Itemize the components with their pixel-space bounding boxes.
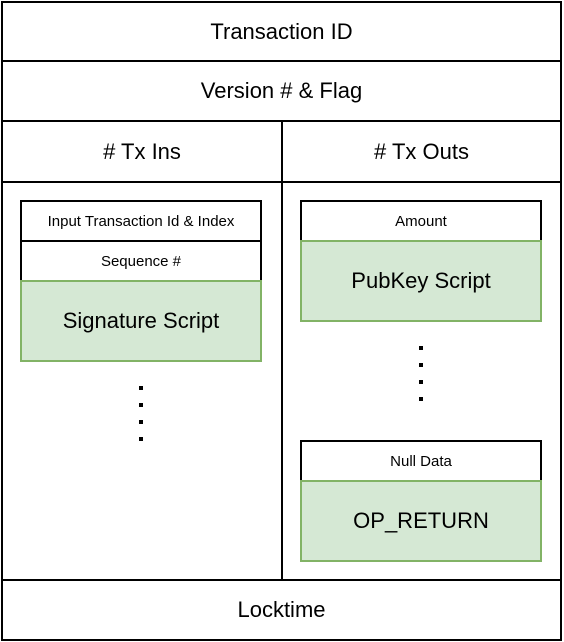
ellipsis-dot [139,403,143,407]
ellipsis-dot [419,363,423,367]
sequence-field: Sequence # [20,240,262,282]
locktime-row: Locktime [1,579,562,641]
ellipsis-dot [139,437,143,441]
ellipsis-dot [419,380,423,384]
ellipsis-dot [139,386,143,390]
version-flag-row: Version # & Flag [1,60,562,122]
input-txid-index-field: Input Transaction Id & Index [20,200,262,242]
transaction-id-row: Transaction ID [1,1,562,62]
ellipsis-dot [139,420,143,424]
tx-ins-header: # Tx Ins [1,120,283,183]
column-divider [281,181,283,581]
ellipsis-dot [419,346,423,350]
op-return-field: OP_RETURN [300,480,542,562]
outputs-continuation-ellipsis [418,346,424,402]
signature-script-field: Signature Script [20,280,262,362]
null-data-field: Null Data [300,440,542,482]
amount-field: Amount [300,200,542,242]
pubkey-script-field: PubKey Script [300,240,542,322]
tx-outs-header: # Tx Outs [281,120,562,183]
ellipsis-dot [419,397,423,401]
inputs-continuation-ellipsis [138,386,144,442]
